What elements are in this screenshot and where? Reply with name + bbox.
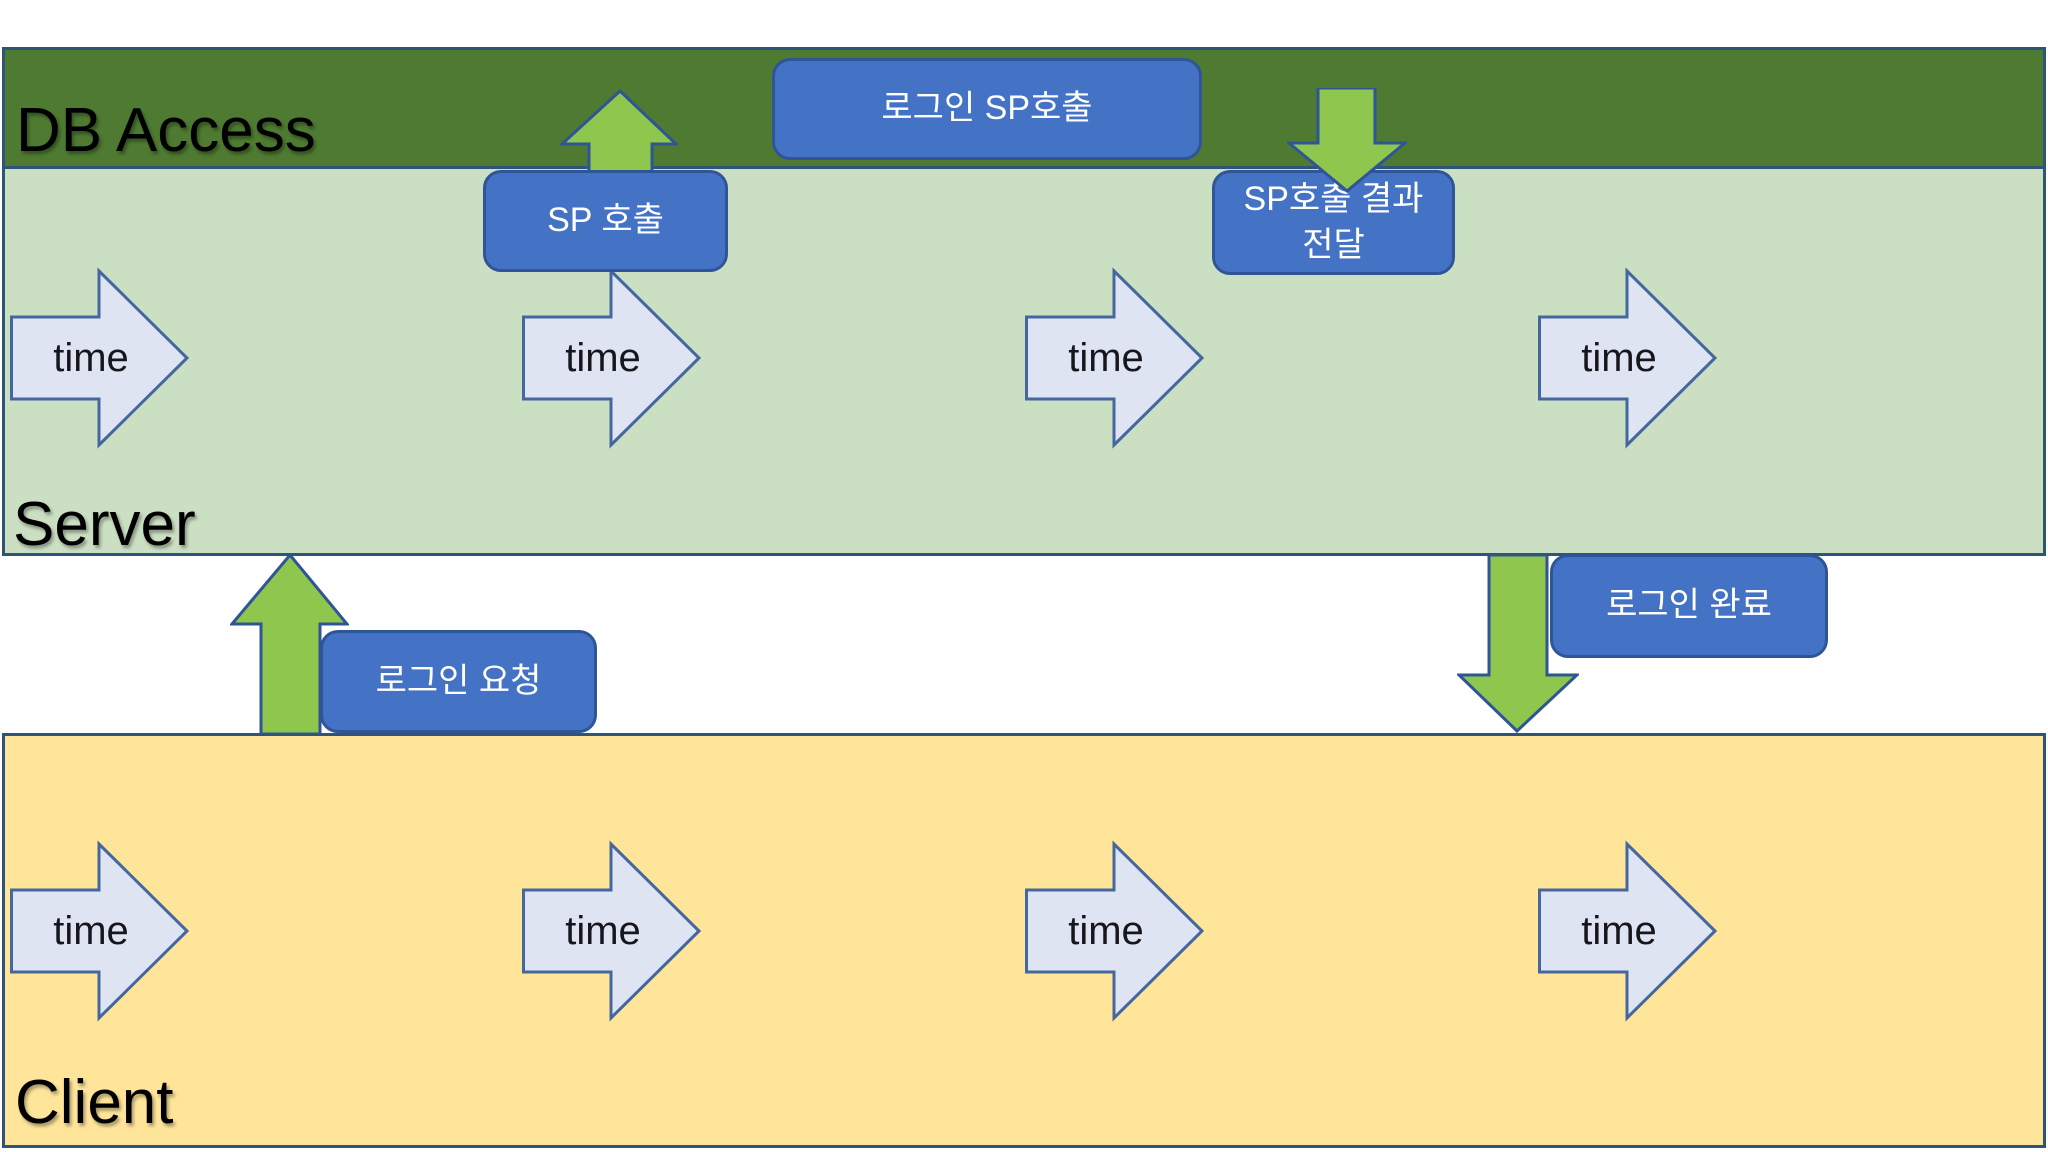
lane-server (2, 166, 2046, 556)
down-arrow-sp-result-icon (1287, 88, 1407, 193)
time-arrow-server-2: time (522, 267, 702, 449)
lane-server-label: Server (13, 490, 196, 559)
message-login-request: 로그인 요청 (320, 630, 597, 733)
time-arrow-label: time (1581, 335, 1657, 380)
message-sp-call: SP 호출 (483, 170, 728, 272)
right-arrow-icon (10, 267, 190, 449)
time-arrow-server-4: time (1538, 267, 1718, 449)
right-arrow-icon (1538, 840, 1718, 1022)
down-arrow-login-complete-icon (1457, 555, 1579, 733)
right-arrow-icon (1538, 267, 1718, 449)
time-arrow-server-3: time (1025, 267, 1205, 449)
message-login-sp-call: 로그인 SP호출 (772, 58, 1202, 160)
message-sp-call-result: SP호출 결과 전달 (1212, 170, 1455, 275)
time-arrow-label: time (53, 908, 129, 953)
time-arrow-client-3: time (1025, 840, 1205, 1022)
time-arrow-client-4: time (1538, 840, 1718, 1022)
right-arrow-icon (522, 840, 702, 1022)
time-arrow-client-1: time (10, 840, 190, 1022)
time-arrow-server-1: time (10, 267, 190, 449)
lane-client-label: Client (15, 1068, 174, 1137)
message-sp-call-result-label: SP호출 결과 전달 (1243, 179, 1424, 264)
up-arrow-sp-call-icon (560, 89, 678, 173)
time-arrow-label: time (1581, 908, 1657, 953)
up-arrow-login-request-icon (230, 553, 349, 734)
message-login-request-label: 로그인 요청 (375, 661, 542, 700)
message-login-sp-call-label: 로그인 SP호출 (881, 89, 1093, 128)
time-arrow-label: time (565, 335, 641, 380)
right-arrow-icon (1025, 840, 1205, 1022)
right-arrow-icon (10, 840, 190, 1022)
right-arrow-icon (1025, 267, 1205, 449)
time-arrow-client-2: time (522, 840, 702, 1022)
lane-client (2, 733, 2046, 1148)
message-sp-call-label: SP 호출 (547, 201, 664, 240)
time-arrow-label: time (1068, 908, 1144, 953)
time-arrow-label: time (53, 335, 129, 380)
lane-db-access-label: DB Access (16, 96, 316, 165)
message-login-complete: 로그인 완료 (1550, 554, 1828, 658)
right-arrow-icon (522, 267, 702, 449)
time-arrow-label: time (565, 908, 641, 953)
time-arrow-label: time (1068, 335, 1144, 380)
message-login-complete-label: 로그인 완료 (1606, 586, 1772, 625)
